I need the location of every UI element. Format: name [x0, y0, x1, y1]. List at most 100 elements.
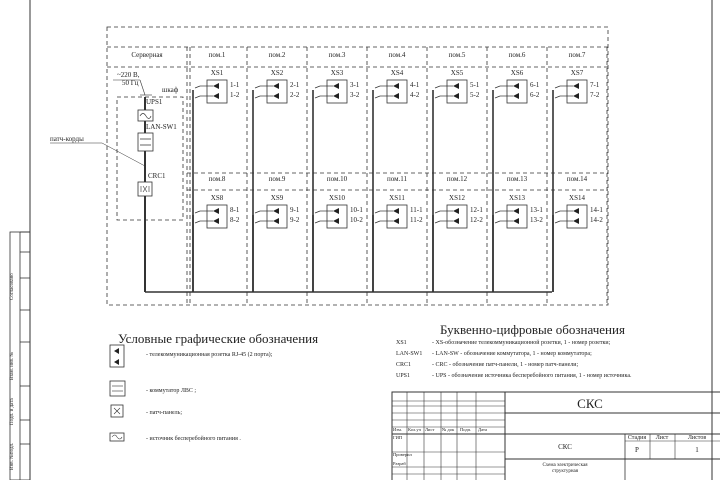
socket-label: XS7 — [570, 69, 584, 77]
socket-port-icon — [453, 218, 459, 224]
socket-port-icon — [213, 208, 219, 214]
line — [434, 85, 441, 89]
title-header: Дата — [478, 427, 487, 432]
port-label: 13-2 — [530, 216, 543, 224]
legend-graphic-item: - патч-панель; — [146, 410, 182, 416]
socket-port-icon — [273, 83, 279, 89]
port-label: 10-2 — [350, 216, 363, 224]
port-label: 6-2 — [530, 91, 540, 99]
port-label: 13-1 — [530, 206, 543, 214]
title-name: СКС — [558, 443, 572, 451]
line — [374, 95, 381, 99]
socket-port-icon — [273, 208, 279, 214]
title-role: Разраб — [393, 461, 406, 466]
title-role: ГИП — [393, 435, 403, 440]
line — [314, 85, 321, 89]
port-label: 3-2 — [350, 91, 360, 99]
legend-graphic-item: - коммутатор ЛВС ; — [146, 388, 197, 394]
line — [254, 210, 261, 214]
port-label: 1-2 — [230, 91, 240, 99]
room-label: пом.6 — [508, 51, 526, 59]
sheet-label: Лист — [655, 435, 669, 441]
socket-label: XS3 — [330, 69, 344, 77]
power-label: 50 Гц — [122, 79, 139, 87]
legend-code: CRC1 — [396, 362, 412, 368]
ups-icon — [111, 434, 123, 440]
line — [494, 210, 501, 214]
patch-panel-label: CRC1 — [148, 172, 166, 180]
line — [554, 85, 561, 89]
cabinet-outline — [116, 96, 184, 221]
port-label: 12-1 — [470, 206, 483, 214]
line — [554, 220, 561, 224]
port-label: 1-1 — [230, 81, 240, 89]
socket-label: XS12 — [449, 194, 465, 202]
cabinet-label: шкаф — [162, 86, 179, 94]
port-label: 5-1 — [470, 81, 480, 89]
socket-label: XS8 — [210, 194, 224, 202]
line — [254, 220, 261, 224]
legend-graphic-item: - телекоммуникационная розетка RJ-45 (2 … — [146, 352, 273, 358]
socket-icon — [386, 204, 408, 229]
line — [374, 210, 381, 214]
line — [314, 95, 321, 99]
line — [554, 210, 561, 214]
socket-label: XS14 — [569, 194, 585, 202]
socket-label: XS1 — [210, 69, 224, 77]
socket-port-icon — [453, 93, 459, 99]
legend-text: - XS-обозначение телекоммуникационной ро… — [432, 340, 611, 346]
switch-label: LAN-SW1 — [146, 123, 177, 131]
socket-icon — [114, 348, 119, 365]
socket-icon — [506, 204, 528, 229]
title-header: № док — [442, 427, 455, 432]
room-label: пом.8 — [208, 175, 226, 183]
socket-label: XS5 — [450, 69, 464, 77]
port-label: 2-1 — [290, 81, 300, 89]
patch-panel-icon — [110, 404, 124, 418]
building-outline — [106, 26, 609, 306]
ups-label: UPS1 — [146, 98, 163, 106]
legend-text: - UPS - обозначение источника бесперебой… — [432, 373, 632, 379]
socket-port-icon — [333, 83, 339, 89]
title-header: Изм. — [393, 427, 402, 432]
room-label: пом.2 — [268, 51, 286, 59]
port-label: 11-1 — [410, 206, 423, 214]
room-label: пом.4 — [388, 51, 406, 59]
room-label: пом.11 — [386, 175, 408, 183]
line — [194, 220, 201, 224]
line — [434, 220, 441, 224]
socket-icon — [326, 79, 348, 104]
socket-port-icon — [393, 93, 399, 99]
socket-port-icon — [453, 208, 459, 214]
line — [374, 220, 381, 224]
socket-port-icon — [213, 93, 219, 99]
side-stamp-label: Согласовано — [10, 273, 15, 300]
socket-port-icon — [393, 83, 399, 89]
port-label: 14-2 — [590, 216, 603, 224]
socket-label: XS4 — [390, 69, 404, 77]
port-label: 5-2 — [470, 91, 480, 99]
legend-code: XS1 — [396, 340, 407, 346]
socket-label: XS10 — [329, 194, 345, 202]
line — [554, 95, 561, 99]
stage-value: Р — [635, 446, 639, 454]
socket-label: XS2 — [270, 69, 284, 77]
stage-label: Стадия — [627, 435, 647, 441]
room-label: пом.12 — [446, 175, 468, 183]
line — [101, 142, 146, 167]
title-header: Лист — [425, 427, 435, 432]
legend-code: LAN-SW1 — [396, 351, 423, 357]
socket-icon — [506, 79, 528, 104]
room-label: пом.5 — [448, 51, 466, 59]
socket-port-icon — [393, 218, 399, 224]
socket-port-icon — [513, 83, 519, 89]
switch-icon — [140, 138, 151, 146]
socket-port-icon — [573, 208, 579, 214]
socket-icon — [266, 204, 288, 229]
title-project: СКС — [577, 396, 603, 411]
side-stamp-label: Инв. №подл. — [10, 442, 15, 470]
ups-icon — [139, 113, 152, 119]
socket-icon — [109, 344, 125, 368]
socket-port-icon — [453, 83, 459, 89]
socket-icon — [206, 79, 228, 104]
